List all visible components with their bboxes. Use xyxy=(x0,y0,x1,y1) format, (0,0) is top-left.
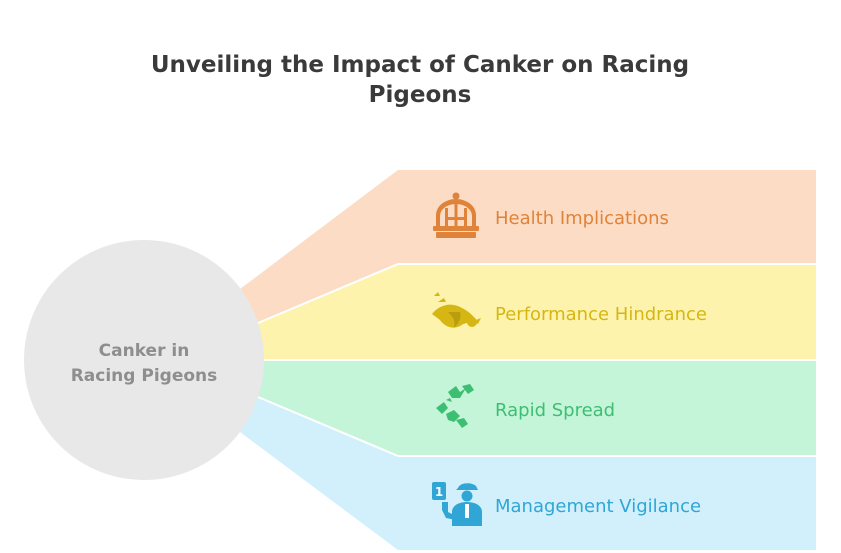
title-line-1: Unveiling the Impact of Canker on Racing xyxy=(150,52,690,78)
officer-icon: 1 xyxy=(432,482,482,526)
svg-text:1: 1 xyxy=(435,485,443,499)
branch-band-spread xyxy=(398,361,816,455)
birdcage-icon xyxy=(433,192,479,238)
branch-label-performance: Performance Hindrance xyxy=(495,304,707,325)
title-line-2: Pigeons xyxy=(368,82,472,108)
branch-label-spread: Rapid Spread xyxy=(495,400,615,421)
band-separators xyxy=(257,263,816,457)
branch-connector-health xyxy=(240,170,398,323)
center-label-line-1: Canker in xyxy=(99,341,190,361)
diagram-title: Unveiling the Impact of Canker on Racing… xyxy=(120,50,720,110)
center-label-line-2: Racing Pigeons xyxy=(71,366,218,386)
branch-band-health xyxy=(398,170,816,263)
branch-label-management: Management Vigilance xyxy=(495,496,701,517)
flock-birds-icon xyxy=(436,384,474,428)
branch-connector-management xyxy=(240,397,398,550)
branch-label-health: Health Implications xyxy=(495,208,669,229)
branch-connector-spread xyxy=(258,360,398,456)
falling-bird-icon xyxy=(432,292,481,328)
branch-connector-performance xyxy=(258,264,398,360)
center-node xyxy=(24,240,264,480)
